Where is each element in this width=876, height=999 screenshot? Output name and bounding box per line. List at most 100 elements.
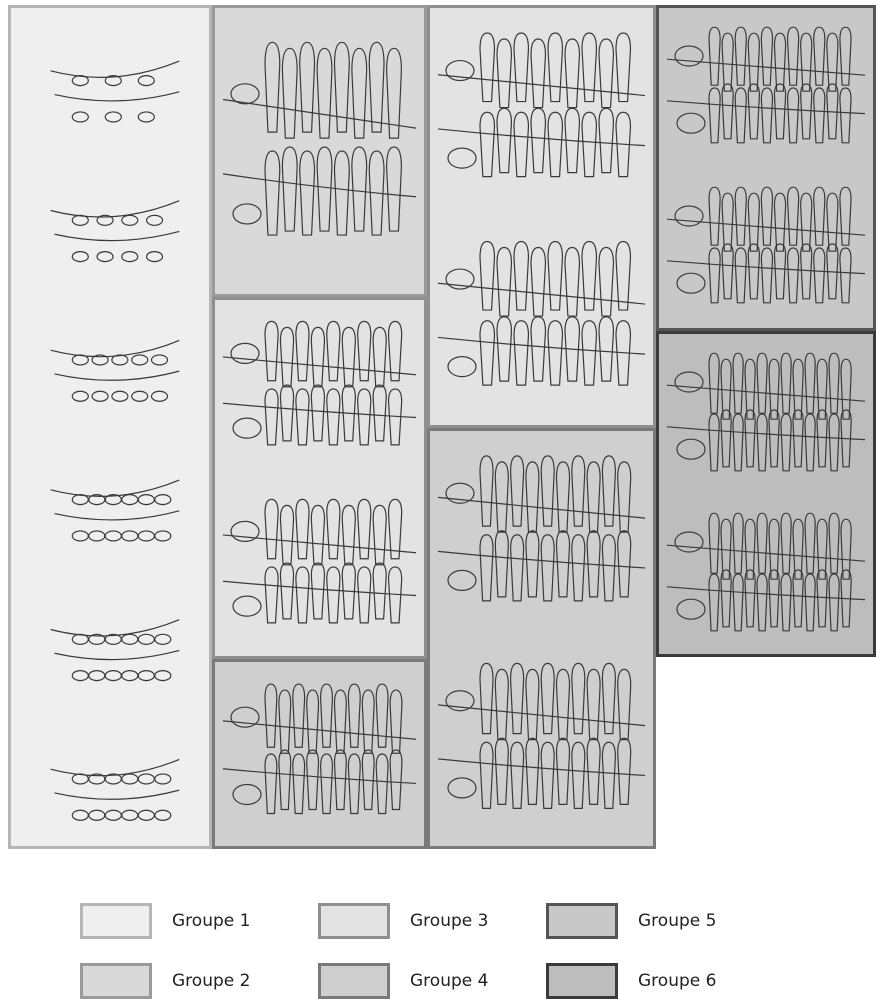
tooth-outline bbox=[480, 663, 493, 733]
tooth-bud-outline bbox=[677, 273, 705, 293]
tooth-bud-outline bbox=[233, 784, 261, 804]
tooth-outline bbox=[587, 669, 600, 739]
panel-group-3-b bbox=[427, 5, 656, 428]
tooth-outline bbox=[541, 663, 554, 733]
jaw-line bbox=[51, 759, 180, 775]
tooth-outline bbox=[480, 112, 494, 176]
tooth-outline bbox=[582, 33, 596, 102]
tooth-outline bbox=[788, 248, 799, 303]
tooth-outline bbox=[265, 321, 278, 380]
tooth-outline bbox=[497, 39, 511, 108]
tooth-outline bbox=[362, 690, 374, 753]
tooth-outline bbox=[480, 321, 494, 385]
legend-swatch bbox=[318, 963, 390, 999]
tooth-outline bbox=[582, 242, 596, 311]
jaw-line bbox=[438, 337, 645, 354]
tooth-outline bbox=[735, 88, 746, 143]
tooth-outline bbox=[814, 27, 825, 85]
tooth-outline bbox=[599, 108, 613, 172]
tooth-outline bbox=[497, 317, 511, 381]
tooth-bud-outline bbox=[122, 495, 138, 505]
tooth-outline bbox=[514, 321, 528, 385]
tooth-outline bbox=[342, 505, 355, 564]
jaw-line bbox=[667, 427, 865, 440]
tooth-bud-outline bbox=[675, 532, 703, 552]
tooth-outline bbox=[296, 321, 309, 380]
tooth-outline bbox=[757, 574, 767, 631]
tooth-outline bbox=[827, 193, 838, 251]
legend-label: Groupe 6 bbox=[638, 971, 716, 991]
tooth-outline bbox=[514, 112, 528, 176]
tooth-outline bbox=[788, 187, 799, 245]
tooth-outline bbox=[373, 563, 386, 619]
tooth-outline bbox=[265, 151, 280, 235]
tooth-outline bbox=[761, 27, 772, 85]
jaw-line bbox=[51, 480, 180, 496]
tooth-outline bbox=[599, 39, 613, 108]
tooth-outline bbox=[788, 27, 799, 85]
tooth-outline bbox=[557, 462, 570, 532]
dentition-drawings bbox=[430, 8, 653, 425]
tooth-outline bbox=[709, 88, 720, 143]
tooth-outline bbox=[733, 353, 743, 413]
jaw-line bbox=[55, 371, 180, 380]
tooth-bud-outline bbox=[112, 355, 128, 365]
dentition-drawings bbox=[430, 431, 653, 846]
tooth-outline bbox=[735, 27, 746, 85]
tooth-outline bbox=[548, 242, 562, 311]
tooth-outline bbox=[733, 574, 743, 631]
tooth-outline bbox=[541, 742, 554, 808]
legend-label: Groupe 2 bbox=[172, 971, 250, 991]
tooth-bud-outline bbox=[105, 112, 121, 122]
tooth-outline bbox=[840, 88, 851, 143]
tooth-outline bbox=[373, 327, 386, 386]
tooth-outline bbox=[814, 248, 825, 303]
legend-item-groupe-2: Groupe 2 bbox=[80, 963, 250, 999]
tooth-outline bbox=[572, 535, 585, 601]
tooth-bud-outline bbox=[147, 252, 163, 262]
legend-item-groupe-3: Groupe 3 bbox=[318, 903, 488, 939]
tooth-outline bbox=[814, 187, 825, 245]
jaw-line bbox=[667, 59, 865, 75]
tooth-bud-outline bbox=[138, 774, 154, 784]
tooth-bud-outline bbox=[105, 810, 121, 820]
tooth-outline bbox=[548, 112, 562, 176]
tooth-outline bbox=[497, 108, 511, 172]
tooth-outline bbox=[541, 535, 554, 601]
tooth-outline bbox=[389, 321, 402, 380]
tooth-outline bbox=[531, 248, 545, 317]
tooth-outline bbox=[511, 535, 524, 601]
tooth-bud-outline bbox=[89, 671, 105, 681]
tooth-outline bbox=[526, 738, 539, 804]
tooth-bud-outline bbox=[233, 596, 261, 616]
tooth-outline bbox=[565, 248, 579, 317]
tooth-outline bbox=[840, 248, 851, 303]
tooth-bud-outline bbox=[147, 215, 163, 225]
tooth-outline bbox=[840, 187, 851, 245]
tooth-outline bbox=[480, 535, 493, 601]
tooth-outline bbox=[722, 33, 733, 91]
tooth-outline bbox=[801, 84, 812, 139]
tooth-bud-outline bbox=[122, 810, 138, 820]
tooth-bud-outline bbox=[155, 671, 171, 681]
tooth-outline bbox=[369, 42, 384, 132]
tooth-bud-outline bbox=[132, 391, 148, 401]
tooth-outline bbox=[358, 499, 371, 558]
tooth-outline bbox=[774, 193, 785, 251]
tooth-bud-outline bbox=[138, 810, 154, 820]
tooth-outline bbox=[327, 567, 340, 623]
tooth-outline bbox=[387, 147, 402, 231]
legend-label: Groupe 5 bbox=[638, 911, 716, 931]
tooth-outline bbox=[801, 244, 812, 299]
jaw-line bbox=[223, 403, 416, 417]
tooth-bud-outline bbox=[122, 671, 138, 681]
tooth-bud-outline bbox=[72, 774, 88, 784]
tooth-bud-outline bbox=[448, 778, 476, 798]
tooth-outline bbox=[335, 750, 347, 810]
tooth-outline bbox=[311, 385, 324, 441]
tooth-bud-outline bbox=[72, 531, 88, 541]
tooth-outline bbox=[526, 531, 539, 597]
tooth-outline bbox=[321, 754, 333, 814]
tooth-outline bbox=[265, 42, 280, 132]
tooth-outline bbox=[733, 414, 743, 471]
